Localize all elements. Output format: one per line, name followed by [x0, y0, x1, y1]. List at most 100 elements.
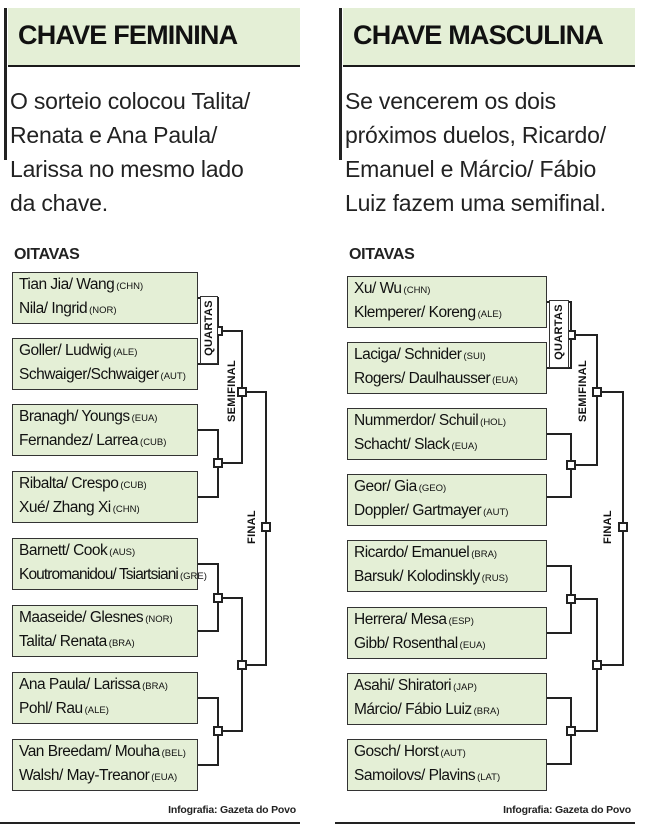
team-name: Koutromanidou/ Tsiartsiani: [19, 566, 179, 583]
country-code: (CHN): [403, 285, 431, 296]
accent-bar: [4, 8, 7, 160]
country-code: (CHN): [116, 281, 144, 292]
intro-line: Emanuel e Márcio/ Fábio: [345, 156, 597, 182]
team-name: Tian Jia/ Wang: [19, 276, 115, 293]
team-name: Branagh/ Youngs: [19, 408, 130, 425]
match-box: Geor/ Gia(GEO) Doppler/ Gartmayer(AUT): [347, 474, 547, 526]
team-name: Fernandez/ Larrea: [19, 432, 139, 449]
team-name: Gibb/ Rosenthal: [354, 635, 458, 652]
match-box: Tian Jia/ Wang(CHN) Nila/ Ingrid(NOR): [12, 272, 198, 324]
team-name: Talita/ Renata: [19, 633, 107, 650]
match-box: Barnett/ Cook(AUS) Koutromanidou/ Tsiart…: [12, 538, 207, 590]
match-box: Xu/ Wu(CHN) Klemperer/ Koreng(ALE): [347, 276, 547, 328]
round-label: OITAVAS: [349, 246, 415, 263]
team-name: Pohl/ Rau: [19, 700, 83, 717]
country-code: (RUS): [481, 573, 509, 584]
country-code: (EUA): [492, 375, 518, 386]
country-code: (BRA): [473, 706, 500, 717]
intro-line: O sorteio colocou Talita/: [10, 88, 251, 114]
team-name: Samoilovs/ Plavins: [354, 767, 476, 784]
match-box: Laciga/ Schnider(SUI) Rogers/ Daulhausse…: [347, 342, 547, 394]
final-label: FINAL: [602, 510, 614, 544]
team-name: Gosch/ Horst: [354, 743, 439, 760]
team-name: Ana Paula/ Larissa: [19, 676, 141, 693]
intro-text: Se vencerem os dois próximos duelos, Ric…: [345, 84, 633, 220]
bracket-masculine: CHAVE MASCULINA Se vencerem os dois próx…: [335, 0, 635, 834]
quartas-box: [200, 296, 218, 364]
bracket-feminine: CHAVE FEMININA O sorteio colocou Talita/…: [0, 0, 300, 834]
intro-line: próximos duelos, Ricardo/: [345, 122, 606, 148]
team-name: Van Breedam/ Mouha: [19, 743, 160, 760]
team-name: Schacht/ Slack: [354, 436, 450, 453]
country-code: (BRA): [108, 638, 135, 649]
country-code: (HOL): [480, 417, 507, 428]
country-code: (AUS): [109, 547, 136, 558]
country-code: (AUT): [440, 748, 466, 759]
round-label: OITAVAS: [14, 246, 80, 263]
section-title: CHAVE MASCULINA: [353, 20, 604, 50]
country-code: (GRE): [179, 571, 207, 582]
match-box: Nummerdor/ Schuil(HOL) Schacht/ Slack(EU…: [347, 408, 547, 460]
country-code: (NOR): [145, 614, 173, 625]
team-name: Barsuk/ Kolodinskly: [354, 568, 480, 585]
accent-bar: [339, 8, 342, 160]
match-box: Van Breedam/ Mouha(BEL) Walsh/ May-Trean…: [12, 739, 198, 791]
country-code: (ALE): [477, 309, 502, 320]
country-code: (EUA): [451, 441, 478, 452]
team-name: Doppler/ Gartmayer: [354, 502, 482, 519]
quartas-box: [549, 300, 569, 368]
country-code: (EUA): [151, 772, 178, 783]
section-header: CHAVE MASCULINA: [343, 8, 635, 67]
country-code: (SUI): [463, 351, 486, 362]
match-box: Ricardo/ Emanuel(BRA) Barsuk/ Kolodinskl…: [347, 540, 547, 592]
intro-line: Renata e Ana Paula/: [10, 122, 218, 148]
section-header: CHAVE FEMININA: [8, 8, 300, 67]
team-name: Herrera/ Mesa: [354, 611, 447, 628]
country-code: (ALE): [113, 347, 138, 358]
bracket-lines: [198, 297, 271, 766]
credit: Infografia: Gazeta do Povo: [503, 804, 631, 816]
team-name: Ribalta/ Crespo: [19, 475, 119, 492]
team-name: Rogers/ Daulhausser: [354, 370, 491, 387]
team-name: Walsh/ May-Treanor: [19, 767, 150, 784]
country-code: (CUB): [120, 480, 147, 491]
divider: [335, 822, 635, 824]
country-code: (AUT): [160, 371, 186, 382]
team-name: Schwaiger/Schwaiger: [19, 366, 159, 383]
country-code: (LAT): [477, 772, 501, 783]
country-code: (CUB): [140, 437, 167, 448]
team-name: Klemperer/ Koreng: [354, 304, 476, 321]
quartas-label: QUARTAS: [553, 304, 565, 360]
intro-line: Luiz fazem uma semifinal.: [345, 190, 606, 216]
country-code: (NOR): [89, 305, 117, 316]
country-code: (AUT): [483, 507, 509, 518]
team-name: Ricardo/ Emanuel: [354, 544, 470, 561]
intro-text: O sorteio colocou Talita/ Renata e Ana P…: [10, 84, 298, 220]
team-name: Laciga/ Schnider: [354, 346, 462, 363]
country-code: (BRA): [471, 549, 498, 560]
country-code: (ESP): [448, 616, 474, 627]
country-code: (GEO): [418, 483, 447, 494]
divider: [0, 822, 300, 824]
match-box: Maaseide/ Glesnes(NOR) Talita/ Renata(BR…: [12, 605, 198, 657]
bracket-lines: [547, 301, 628, 765]
team-name: Goller/ Ludwig: [19, 342, 112, 359]
section-title: CHAVE FEMININA: [18, 20, 238, 50]
team-name: Nila/ Ingrid: [19, 300, 88, 317]
team-name: Márcio/ Fábio Luiz: [354, 701, 472, 718]
match-box: Asahi/ Shiratori(JAP) Márcio/ Fábio Luiz…: [347, 673, 547, 725]
match-box: Branagh/ Youngs(EUA) Fernandez/ Larrea(C…: [12, 404, 198, 456]
country-code: (EUA): [131, 413, 158, 424]
credit: Infografia: Gazeta do Povo: [168, 804, 296, 816]
intro-line: Se vencerem os dois: [345, 88, 556, 114]
intro-line: Larissa no mesmo lado: [10, 156, 244, 182]
country-code: (ALE): [84, 705, 109, 716]
country-code: (EUA): [459, 640, 486, 651]
team-name: Asahi/ Shiratori: [354, 677, 452, 694]
final-label: FINAL: [246, 510, 258, 544]
match-box: Gosch/ Horst(AUT) Samoilovs/ Plavins(LAT…: [347, 739, 547, 791]
team-name: Xué/ Zhang Xi: [19, 499, 111, 516]
team-name: Maaseide/ Glesnes: [19, 609, 144, 626]
team-name: Barnett/ Cook: [19, 542, 108, 559]
match-box: Herrera/ Mesa(ESP) Gibb/ Rosenthal(EUA): [347, 607, 547, 659]
